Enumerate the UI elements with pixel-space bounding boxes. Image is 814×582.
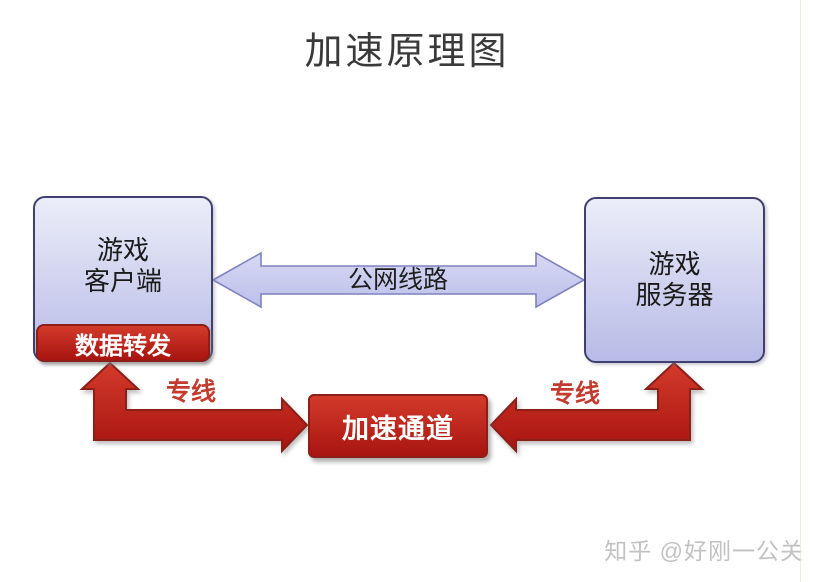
- dedicated-line-label-right: 专线: [549, 380, 600, 408]
- tunnel-label: 加速通道: [342, 413, 454, 444]
- tunnel-box: 加速通道: [308, 394, 488, 458]
- game-server-box: 游戏 服务器: [584, 197, 765, 363]
- dedicated-line-label-left: 专线: [165, 378, 216, 406]
- data-forward-label: 数据转发: [75, 332, 171, 360]
- left-dedicated-arrow: [79, 361, 309, 454]
- data-forward-badge: 数据转发: [36, 324, 210, 362]
- game-client-label: 游戏 客户端: [83, 235, 162, 296]
- public-line-label: 公网线路: [347, 266, 448, 294]
- right-edge-divider: [800, 0, 801, 582]
- page-title: 加速原理图: [304, 31, 510, 73]
- game-server-label: 游戏 服务器: [635, 249, 714, 310]
- right-dedicated-arrow: [489, 361, 705, 454]
- watermark: 知乎 @好刚一公关: [604, 538, 804, 564]
